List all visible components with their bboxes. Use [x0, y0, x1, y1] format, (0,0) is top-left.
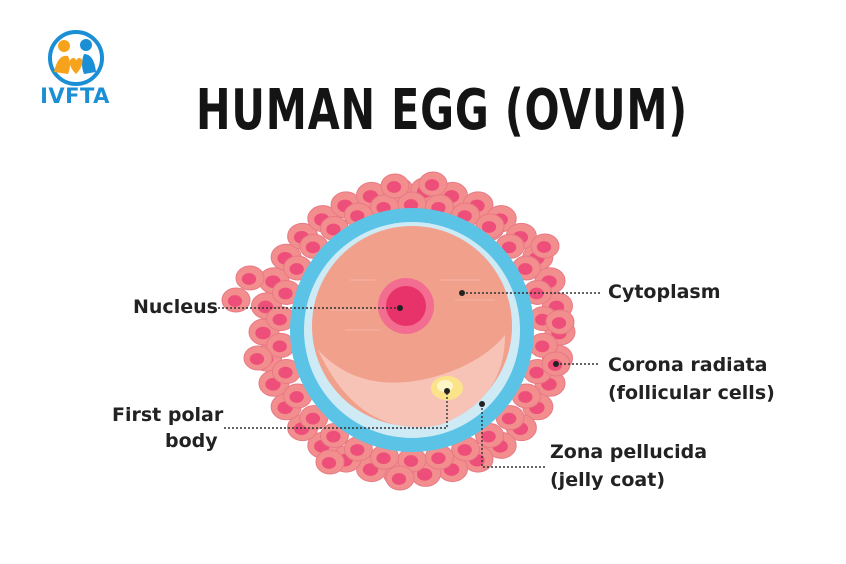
follicular-cell-nucleus	[518, 263, 533, 275]
follicular-cell-nucleus	[501, 412, 517, 425]
follicular-cell-nucleus	[403, 199, 419, 211]
follicular-cell-nucleus	[529, 366, 544, 379]
follicular-cell-nucleus	[305, 241, 321, 254]
follicular-cell-nucleus	[551, 317, 567, 329]
cytoplasm-texture	[330, 279, 495, 331]
follicular-cell-nucleus	[529, 287, 544, 300]
label-zona-line1: Zona pellucida	[550, 441, 708, 463]
follicular-cell-nucleus	[501, 241, 517, 254]
ivfta-logo	[38, 28, 118, 118]
corona-radiata-cells	[221, 171, 576, 491]
follicular-cell-nucleus	[386, 181, 402, 193]
follicular-cell-nucleus	[227, 295, 243, 307]
follicular-cell-nucleus	[241, 273, 257, 285]
follicular-cell-nucleus	[518, 391, 533, 403]
follicular-cell-nucleus	[305, 412, 321, 425]
follicular-cell-nucleus	[481, 430, 496, 443]
follicular-cell-nucleus	[257, 300, 274, 314]
family-heart-icon	[48, 30, 104, 86]
follicular-cell-nucleus	[481, 221, 497, 233]
follicular-cell-nucleus	[278, 287, 293, 300]
cytoplasm-lower-region	[318, 335, 505, 428]
follicular-cell-nucleus	[362, 463, 379, 476]
nucleus-inner	[386, 286, 426, 326]
follicular-cell-nucleus	[272, 340, 287, 353]
follicular-cell-nucleus	[255, 326, 271, 340]
leader-lines	[218, 292, 600, 468]
follicular-cell-nucleus	[391, 473, 407, 485]
page-title: HUMAN EGG (OVUM)	[196, 78, 688, 143]
label-corona-line1: Corona radiata	[608, 354, 768, 376]
polar-body-leader	[224, 390, 448, 429]
follicular-cell-nucleus	[265, 377, 281, 391]
follicular-cell-nucleus	[272, 313, 287, 326]
follicular-cell-nucleus	[249, 353, 265, 365]
follicular-cell-nucleus	[431, 452, 446, 465]
label-corona-line2: (follicular cells)	[608, 382, 775, 404]
label-nucleus: Nucleus	[133, 296, 218, 318]
label-polar-body-line1: First polar	[112, 404, 224, 426]
follicular-cell-nucleus	[278, 366, 293, 379]
follicular-cell-nucleus	[289, 263, 304, 275]
follicular-cell-nucleus	[321, 457, 337, 469]
follicular-cell-nucleus	[376, 452, 391, 465]
label-cytoplasm: Cytoplasm	[608, 281, 721, 303]
follicular-cell-nucleus	[416, 468, 433, 481]
follicular-cell-nucleus	[424, 179, 440, 191]
follicular-cell-nucleus	[326, 223, 341, 236]
label-zona-line2: (jelly coat)	[550, 469, 666, 491]
follicular-cell-nucleus	[457, 444, 472, 456]
follicular-cell-nucleus	[326, 430, 341, 443]
follicular-cell-nucleus	[350, 210, 365, 222]
follicular-cell-nucleus	[289, 391, 304, 403]
follicular-cell-nucleus	[536, 241, 552, 253]
label-polar-body-line2: body	[165, 430, 218, 452]
follicular-cell-nucleus	[535, 340, 550, 353]
leader-dots	[397, 290, 559, 407]
zona-leader	[481, 404, 545, 468]
follicular-cell-nucleus	[350, 444, 365, 456]
follicular-cell-nucleus	[403, 455, 419, 467]
brand-name: IVFTA	[40, 84, 110, 108]
